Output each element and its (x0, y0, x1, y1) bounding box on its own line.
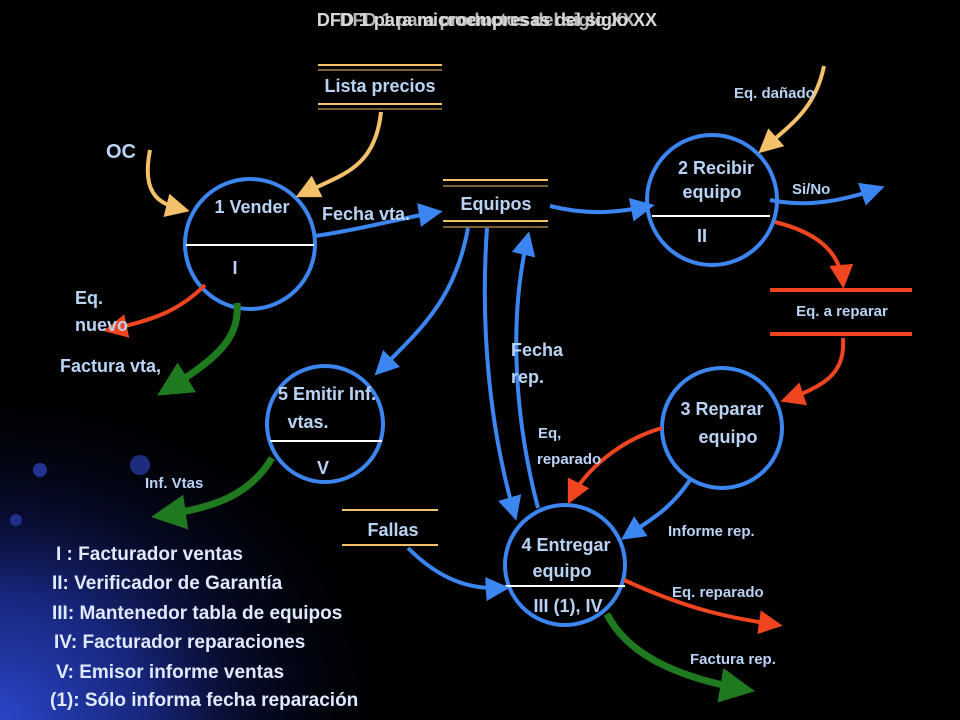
store-label: Fallas (367, 520, 418, 540)
flow-label-eq-nuevo-1: Eq. (75, 288, 103, 308)
flow-label-eq-danado: Eq. dañado (734, 85, 815, 102)
flow-eq-danado (758, 65, 826, 154)
process-id: I (232, 258, 237, 278)
flow-label-si-no: Si/No (792, 181, 830, 198)
flow-factura-rep (603, 612, 755, 703)
title-layer-b: DFD 1 para productos del siglo XX (339, 10, 634, 30)
store-label: Equipos (461, 194, 532, 214)
store-lista-precios: Lista precios (318, 64, 442, 110)
flow-label-inf-vtas: Inf. Vtas (145, 475, 203, 492)
flow-lista-precios (295, 111, 383, 198)
process-name-line1: 3 Reparar (680, 399, 763, 419)
store-eq-a-reparar: Eq. a reparar (770, 288, 912, 336)
flow-label-fecha-rep-1: Fecha (511, 340, 564, 360)
flow-informe-rep (621, 478, 692, 540)
process-name-line2: equipo (533, 561, 592, 581)
flow-inf-vtas (151, 456, 276, 530)
title-layer-a: DFD 1 para microempresas del siglo XX (317, 10, 657, 30)
flow-equipos-to-recibir (549, 197, 655, 222)
process-name-line1: 5 Emitir Inf. (278, 384, 376, 404)
flow-oc (145, 149, 190, 217)
legend-item: I : Facturador ventas (56, 544, 243, 565)
process-circle (503, 503, 627, 627)
process-name-line2: equipo (699, 427, 758, 447)
flow-label-eq-nuevo-2: nuevo (75, 315, 128, 335)
flow-fallas-to-entregar (406, 546, 510, 602)
process-5-emitir-inf-vtas: 5 Emitir Inf. vtas. V (265, 364, 385, 484)
flow-equipos-to-entregar (482, 227, 522, 521)
legend-item: (1): Sólo informa fecha reparación (50, 690, 358, 711)
flow-eq-reparado-out (623, 578, 783, 635)
store-label: Lista precios (324, 76, 435, 96)
flow-fecha-vta (314, 203, 443, 238)
process-2-recibir-equipo: 2 Recibir equipo II (645, 133, 779, 267)
flow-factura-vta (157, 302, 241, 396)
legend-item: V: Emisor informe ventas (56, 662, 284, 683)
legend-item: IV: Facturador reparaciones (54, 632, 305, 653)
process-id: II (697, 226, 707, 246)
process-1-vender: 1 Vender I (183, 177, 317, 311)
flow-label-eq-reparado: Eq. reparado (672, 584, 764, 601)
legend-item: II: Verificador de Garantía (52, 573, 283, 594)
flow-label-fecha-rep-2: rep. (511, 367, 544, 387)
flow-to-eq-a-reparar (774, 220, 854, 289)
flow-fecha-rep (511, 231, 540, 509)
flow-label-fecha-vta: Fecha vta. (322, 204, 410, 224)
flow-label-oc: OC (106, 141, 136, 163)
process-3-reparar-equipo: 3 Reparar equipo (660, 366, 784, 490)
process-name: 1 Vender (214, 197, 289, 217)
flow-label-factura-rep: Factura rep. (690, 651, 776, 668)
process-name-line2: vtas. (287, 412, 328, 432)
legend: I : Facturador ventas II: Verificador de… (50, 544, 358, 711)
legend-item: III: Mantenedor tabla de equipos (52, 603, 342, 624)
store-equipos: Equipos (443, 179, 548, 228)
flow-eq-reparado-short (567, 426, 663, 505)
flow-label-informe-rep: Informe rep. (668, 523, 755, 540)
process-name-line2: equipo (683, 182, 742, 202)
flow-si-no (769, 182, 885, 206)
process-name-line1: 4 Entregar (521, 535, 610, 555)
flow-eq-a-reparar-to-p3 (780, 337, 846, 406)
store-label: Eq. a reparar (796, 303, 888, 320)
flow-label-eq-reparado-1: Eq, (538, 425, 561, 442)
process-id: III (1), IV (533, 596, 602, 616)
flow-label-factura-vta: Factura vta, (60, 356, 161, 376)
flow-equipos-to-emitir (374, 227, 470, 376)
process-4-entregar-equipo: 4 Entregar equipo III (1), IV (503, 503, 627, 627)
process-name-line1: 2 Recibir (678, 158, 754, 178)
process-circle (183, 177, 317, 311)
flow-eq-nuevo (103, 283, 207, 338)
process-id: V (317, 458, 329, 478)
flow-label-eq-reparado-2: reparado (537, 451, 601, 468)
process-circle (265, 364, 385, 484)
store-fallas: Fallas (342, 509, 438, 546)
